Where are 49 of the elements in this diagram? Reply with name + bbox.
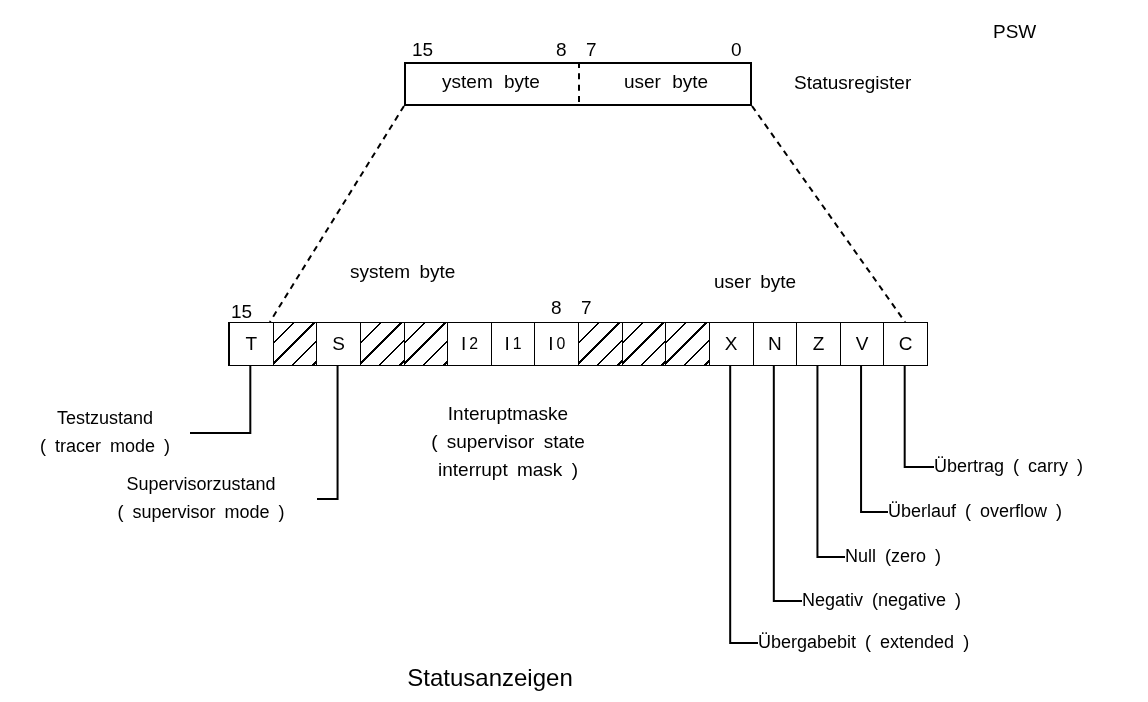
bit-cell: S (316, 322, 361, 366)
bit-label: 7 (586, 38, 597, 62)
leader-line (860, 365, 889, 513)
register-box (404, 62, 752, 106)
leader-line (189, 365, 252, 434)
hatched-cell (359, 322, 405, 366)
hatched-cell (621, 322, 667, 366)
bit-label: 8 (551, 296, 562, 320)
bit-label: user byte (714, 270, 797, 294)
note-text: Interuptmaske (446, 402, 570, 426)
register-box (228, 322, 926, 366)
flag-description: Negativ (negative ) (802, 589, 962, 612)
bit-label: 15 (231, 300, 253, 324)
bit-label: PSW (993, 20, 1037, 44)
flag-description: Überlauf ( overflow ) (888, 500, 1063, 523)
bit-label: system byte (350, 260, 456, 284)
flag-description: ( supervisor mode ) (117, 501, 285, 524)
flag-description: Übertrag ( carry ) (934, 455, 1084, 478)
hatched-cell (665, 322, 710, 366)
flag-description: Testzustand (56, 407, 154, 430)
note-text: ( supervisor state interrupt mask ) (430, 430, 586, 482)
hatched-cell (272, 322, 318, 366)
flag-description: Null (zero ) (845, 545, 941, 568)
dashed-line (751, 105, 907, 323)
flag-description: Supervisorzustand (126, 473, 276, 496)
byte-field: ystem byte (404, 62, 578, 102)
bit-cell: T (229, 322, 274, 366)
leader-line (903, 365, 935, 468)
bit-label: 7 (581, 296, 592, 320)
bit-label: 15 (412, 38, 434, 62)
hatched-cell (578, 322, 623, 366)
leader-line (816, 365, 846, 558)
hatched-cell (403, 322, 449, 366)
leader-line (729, 365, 759, 644)
bit-cell: V (839, 322, 885, 366)
flag-description: Übergabebit ( extended ) (758, 631, 970, 654)
bit-label: 8 (556, 38, 567, 62)
bit-cell: X (708, 322, 754, 366)
leader-line (772, 365, 803, 602)
flag-description: ( tracer mode ) (40, 435, 170, 458)
bit-cell: Z (796, 322, 841, 366)
leader-line (316, 365, 339, 500)
bit-cell: N (752, 322, 798, 366)
caption: Statusanzeigen (406, 664, 574, 692)
byte-field: user byte (578, 62, 752, 102)
register-caption: Statusregister (794, 71, 912, 95)
bit-label: 0 (731, 38, 742, 62)
bit-cell: C (883, 322, 928, 366)
dashed-line (268, 105, 405, 323)
